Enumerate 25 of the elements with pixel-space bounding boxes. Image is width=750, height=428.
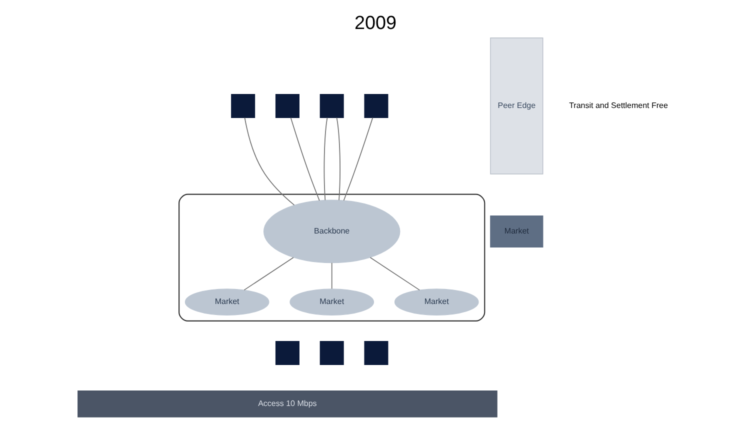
node-ellipse: Market — [289, 288, 374, 316]
connector — [330, 262, 332, 290]
node-box: Peer Edge — [490, 38, 543, 174]
diagram-title: 2009 — [354, 13, 396, 34]
node-ellipse: Market — [184, 288, 269, 316]
node-ellipse: Backbone — [262, 200, 400, 264]
node-ellipse: Market — [394, 288, 478, 316]
node-box — [364, 340, 388, 365]
node-box — [319, 340, 344, 365]
connector — [243, 257, 294, 290]
cluster — [178, 194, 485, 322]
node-box: Access 10 Mbps — [77, 390, 497, 418]
connector — [336, 117, 340, 201]
node-box — [274, 340, 299, 365]
node-box — [274, 94, 299, 118]
connector — [342, 117, 373, 201]
connector — [369, 257, 420, 290]
connector — [244, 117, 294, 206]
node-box — [364, 94, 388, 118]
connector — [290, 117, 320, 201]
node-box: Market — [490, 215, 543, 248]
node-box — [230, 94, 255, 118]
node-box — [319, 94, 344, 118]
connector — [323, 117, 328, 201]
label: Transit and Settlement Free — [568, 100, 668, 110]
